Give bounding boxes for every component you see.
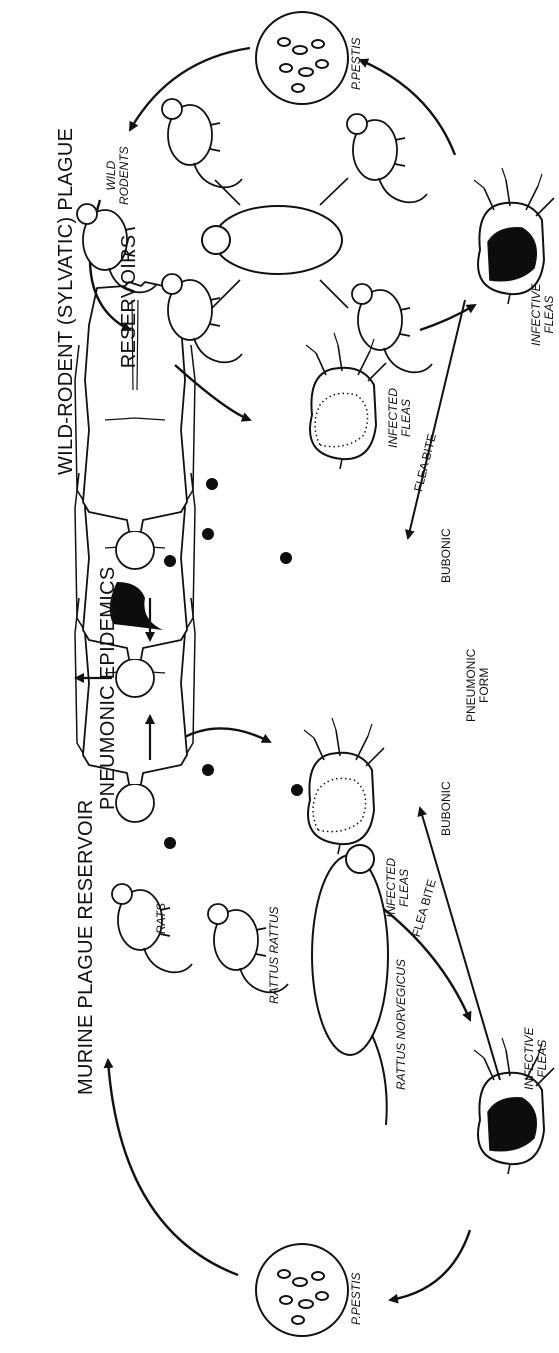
spoke-4 — [320, 280, 348, 308]
label-wild-pestis: P.PESTIS — [350, 38, 363, 90]
label-human-left: BUBONIC — [440, 781, 453, 836]
label-murine-pestis: P.PESTIS — [350, 1273, 363, 1325]
bubo-left-groin — [291, 784, 303, 796]
murine-flea-bite-arrow — [420, 808, 500, 1080]
murine-cycle — [108, 718, 554, 1336]
label-rattus-rattus: RATTUS RATTUS — [268, 906, 281, 1004]
label-rattus-norvegicus: RATTUS NORVEGICUS — [395, 959, 408, 1090]
murine-infected-flea-drawing — [304, 718, 384, 854]
heading-pneumonic: PNEUMONIC EPIDEMICS — [56, 566, 140, 810]
bubo-right-hip — [206, 478, 218, 490]
label-rats: RATS — [155, 903, 168, 934]
wild-pestis-plate — [256, 12, 348, 104]
spoke-2 — [212, 280, 240, 308]
bubo-left-armpit — [202, 764, 214, 776]
bubo-right-groin — [280, 552, 292, 564]
murine-pestis-plate — [256, 1244, 348, 1336]
wild-center-rodent — [202, 206, 342, 274]
wild-rodent-4 — [347, 114, 427, 202]
wild-rodent-5 — [352, 284, 432, 372]
label-human-right: BUBONIC — [440, 528, 453, 583]
wild-arrow-infected-to-infective — [420, 305, 475, 330]
murine-arrow-pestis-to-rats — [108, 1060, 238, 1275]
heading-murine: MURINE PLAGUE RESERVOIR — [34, 800, 118, 1095]
bubo-right-armpit — [202, 528, 214, 540]
bubo-left-neck — [164, 837, 176, 849]
spoke-3 — [320, 178, 348, 205]
murine-arrow-infective-to-pestis — [390, 1230, 470, 1300]
bubo-right-neck — [164, 555, 176, 567]
wild-rodent-2 — [162, 99, 242, 187]
wild-arrow-bottom — [175, 365, 250, 420]
rat-drawing-1 — [112, 884, 192, 972]
